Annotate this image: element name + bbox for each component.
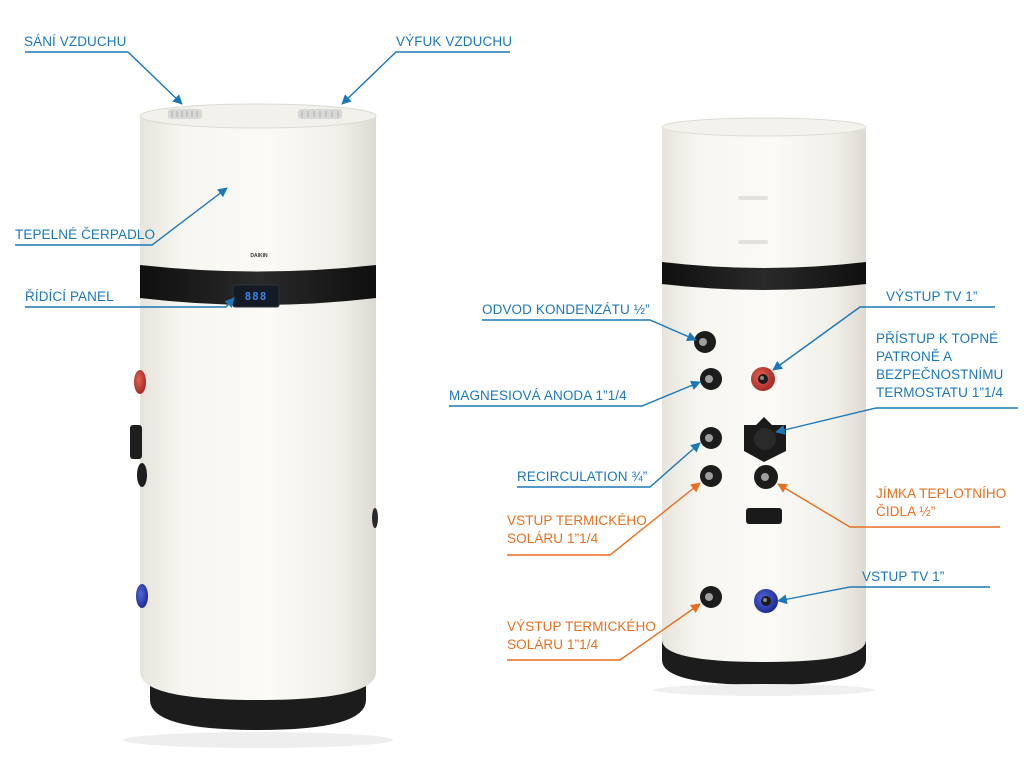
air-intake-grille-icon (168, 109, 202, 119)
rear-unit-body (662, 120, 866, 662)
air-exhaust-grille-icon (298, 109, 342, 119)
label-heat-pump: TEPELNÉ ČERPADLO (15, 227, 156, 242)
rear-shadow (654, 684, 874, 696)
rear-unit (654, 117, 874, 696)
label-sensor-well-line: JÍMKA TEPLOTNÍHO (876, 486, 1007, 501)
label-solar-outlet: VÝSTUP TERMICKÉHO SOLÁRU 1”1/4 (507, 618, 677, 654)
front-port-icon (137, 463, 147, 487)
front-unit-body (140, 105, 376, 700)
recirculation-port-icon (700, 427, 722, 449)
front-shadow (123, 732, 393, 748)
condensate-drain-port-icon (694, 331, 716, 353)
front-hot-port-icon (134, 370, 146, 394)
callout-line-solar-outlet (507, 603, 701, 661)
sensor-well-port-icon (754, 465, 778, 489)
solar-outlet-port-icon (700, 586, 722, 608)
display-readout: 888 (245, 290, 268, 303)
label-air-intake: SÁNÍ VZDUCHU (24, 34, 127, 49)
callout-line-control-panel (25, 297, 235, 308)
callout-line-heat-pump (15, 187, 228, 246)
label-control-panel: ŘÍDÍCÍ PANEL (25, 289, 114, 304)
rear-top-mark (738, 196, 768, 200)
control-panel-display (232, 284, 280, 308)
dhw-outlet-port-icon (751, 367, 775, 391)
label-heater-access-line: PŘÍSTUP K TOPNÉ (876, 331, 999, 346)
front-right-port-icon (372, 508, 378, 528)
callout-line-condensate-drain (482, 319, 697, 341)
magnesium-anode-port-icon (700, 368, 722, 390)
solar-inlet-port-icon (700, 465, 722, 487)
front-heater-access-icon (130, 425, 142, 459)
rear-label-plate-icon (746, 508, 782, 524)
label-heater-access: PŘÍSTUP K TOPNÉ PATRONĚ A BEZPEČNOSTNÍMU… (876, 330, 1022, 402)
rear-top-mark (738, 240, 768, 244)
front-cold-port-icon (136, 584, 148, 608)
brand-logo: DAIKIN (250, 253, 268, 259)
dhw-inlet-port-icon (754, 589, 778, 613)
label-solar-outlet-line: SOLÁRU 1”1/4 (507, 637, 599, 652)
label-magnesium-anode: MAGNESIOVÁ ANODA 1”1/4 (449, 388, 627, 403)
label-solar-inlet-line: VSTUP TERMICKÉHO (507, 513, 647, 528)
rear-unit-band (662, 262, 866, 290)
label-air-exhaust: VÝFUK VZDUCHU (396, 34, 513, 49)
label-heater-access-line: BEZPEČNOSTNÍMU (876, 367, 1004, 382)
rear-unit-top (661, 117, 867, 137)
callout-line-dhw-inlet (777, 586, 990, 605)
label-sensor-well: JÍMKA TEPLOTNÍHO ČIDLA ½” (876, 485, 1022, 521)
callout-lines (15, 51, 1018, 661)
callout-line-solar-inlet (507, 482, 701, 556)
callout-line-air-intake (25, 51, 183, 105)
label-heater-access-line: TERMOSTATU 1”1/4 (876, 385, 1004, 400)
callout-line-dhw-outlet (772, 306, 995, 371)
label-sensor-well-line: ČIDLA ½” (876, 504, 936, 519)
label-recirculation: RECIRCULATION ¾” (517, 469, 648, 484)
label-dhw-outlet: VÝSTUP TV 1” (886, 289, 978, 304)
callout-line-sensor-well (777, 483, 1000, 528)
label-condensate-drain: ODVOD KONDENZÁTU ½” (482, 302, 650, 317)
callout-line-recirculation (517, 442, 701, 488)
label-solar-inlet: VSTUP TERMICKÉHO SOLÁRU 1”1/4 (507, 512, 677, 548)
callout-line-heater-access (775, 407, 1018, 435)
callout-line-magnesium-anode (449, 380, 701, 407)
callout-line-air-exhaust (341, 51, 510, 105)
label-solar-outlet-line: VÝSTUP TERMICKÉHO (507, 619, 656, 634)
label-dhw-inlet: VSTUP TV 1” (862, 569, 945, 584)
label-solar-inlet-line: SOLÁRU 1”1/4 (507, 531, 599, 546)
front-unit: DAIKIN 888 (123, 103, 393, 748)
label-heater-access-line: PATRONĚ A (876, 349, 953, 364)
